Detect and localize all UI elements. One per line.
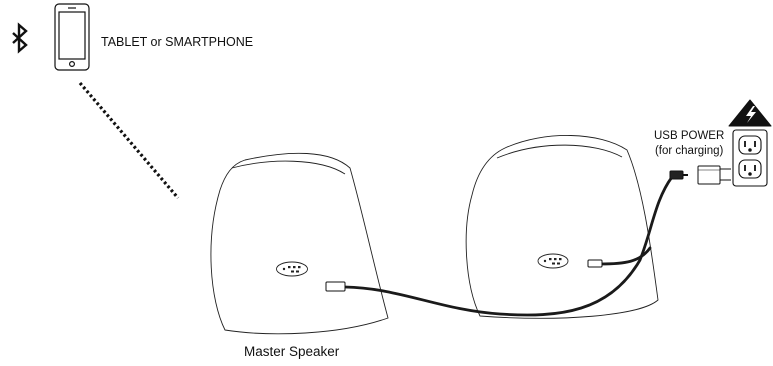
smartphone-icon (54, 3, 90, 71)
usb-power-label-line1: USB POWER (654, 130, 725, 142)
high-voltage-warning-icon (728, 99, 772, 127)
usb-cable (343, 175, 674, 317)
bluetooth-link-dotted-line (78, 81, 180, 200)
usb-power-adapter-icon (697, 165, 731, 185)
usb-power-label: USB POWER (for charging) (654, 129, 724, 159)
device-label: TABLET or SMARTPHONE (101, 35, 254, 49)
wall-outlet-icon (732, 129, 768, 187)
second-speaker-rock (465, 135, 659, 319)
usb-power-label-line2: (for charging) (654, 145, 724, 157)
speaker-control-panel (537, 253, 569, 269)
master-speaker-label: Master Speaker (244, 344, 340, 359)
bluetooth-icon (12, 22, 28, 54)
cable-plug (325, 170, 688, 292)
speaker-control-panel (276, 261, 308, 277)
master-speaker-rock (210, 152, 389, 335)
